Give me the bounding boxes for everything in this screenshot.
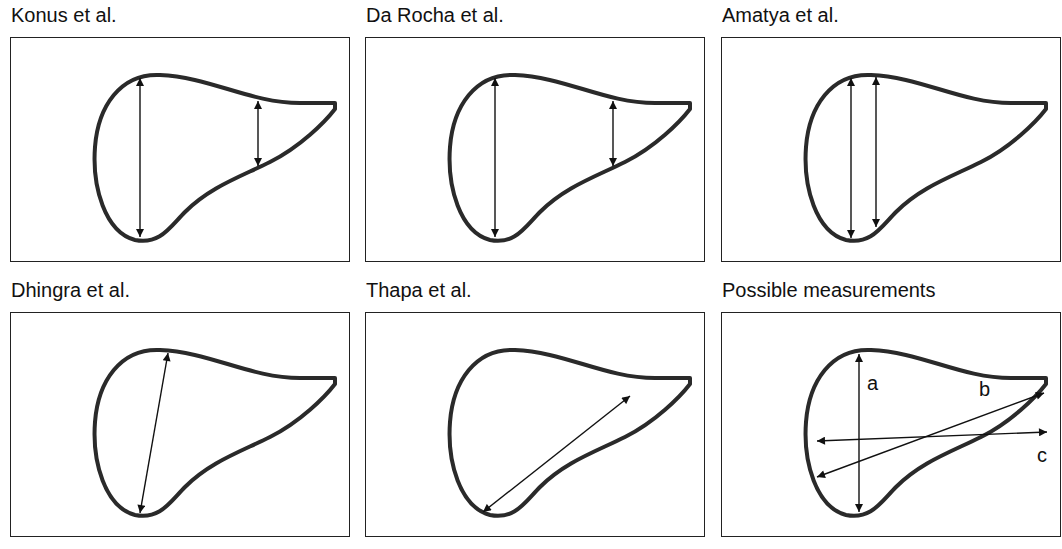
panel-frame [10,312,350,537]
measurement-arrow [140,353,168,513]
measurement-arrow [257,101,258,166]
panel-heading: Amatya et al. [721,2,839,28]
measurement-arrow [850,78,851,238]
measurement-arrow [483,396,630,512]
liver-illustration [721,37,1061,262]
figure-panel: Dhingra et al. [10,277,350,537]
liver-illustration [10,312,350,537]
liver-outline [805,74,1045,240]
liver-illustration [721,312,1061,537]
liver-outline [94,349,334,515]
measurement-letter: a [867,372,878,394]
figure-panel: Da Rocha et al. [365,2,705,262]
panel-frame [365,312,705,537]
liver-outline [449,74,689,240]
liver-illustration [365,37,705,262]
panel-heading: Possible measurements [721,277,935,303]
liver-illustration [365,312,705,537]
liver-outline [94,74,334,240]
panel-heading: Konus et al. [10,2,117,28]
figure-panel: Thapa et al. [365,277,705,537]
measurement-arrow [139,78,140,237]
figure-panel: Konus et al. [10,2,350,262]
measurement-letter: b [979,378,990,400]
panel-frame [721,312,1061,537]
figure-panel: Possible measurements [721,277,1061,537]
measurement-arrow [494,78,495,237]
panel-heading: Dhingra et al. [10,277,130,303]
measurement-arrow [858,354,859,512]
measurement-letter: c [1037,444,1047,466]
figure-panel: Amatya et al. [721,2,1061,262]
liver-outline [805,349,1045,515]
liver-outline [449,349,689,515]
panel-frame [10,37,350,262]
panel-frame [365,37,705,262]
panel-heading: Da Rocha et al. [365,2,504,28]
measurement-arrow [817,432,1047,441]
panel-heading: Thapa et al. [365,277,472,303]
measurement-arrow [875,77,876,227]
liver-illustration [10,37,350,262]
panel-frame [721,37,1061,262]
measurement-arrow [817,393,1044,477]
measurement-arrow [612,101,613,166]
